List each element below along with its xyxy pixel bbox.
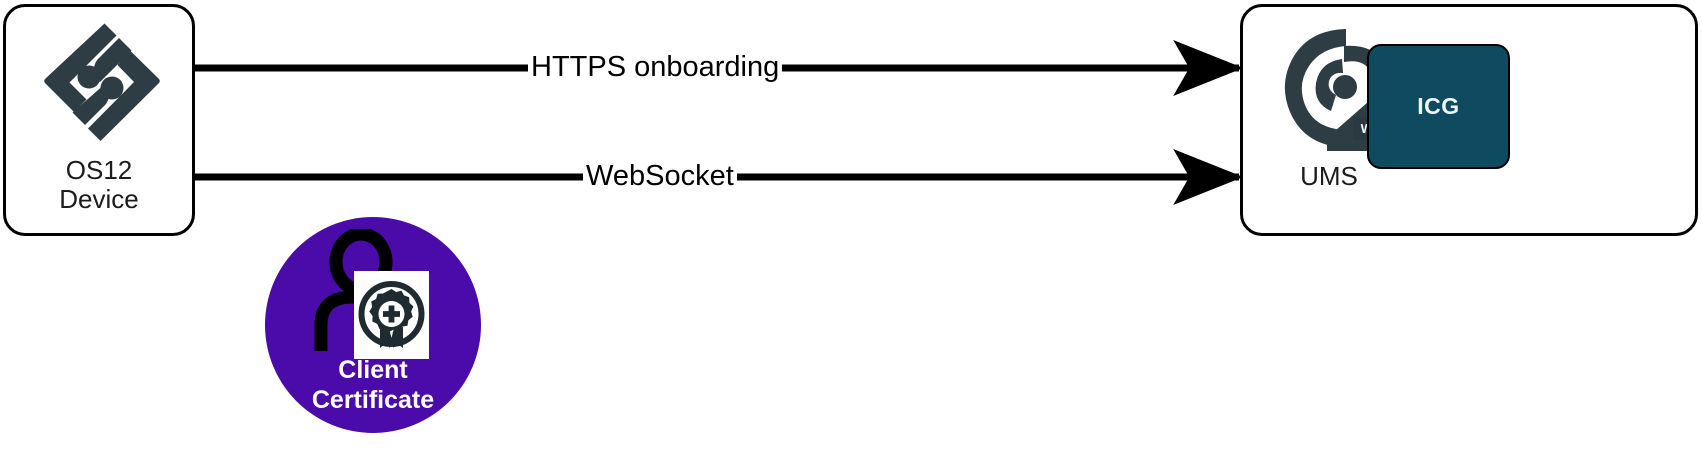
badge-client-certificate[interactable]: Client Certificate <box>265 217 481 433</box>
extreme-s-logo-icon <box>44 23 160 141</box>
edge-label-https-onboarding: HTTPS onboarding <box>528 50 783 84</box>
node-label-ums: UMS <box>1300 161 1358 191</box>
edge-label-websocket: WebSocket <box>583 159 737 193</box>
badge-label-client-certificate: Client Certificate <box>311 356 435 414</box>
node-icg[interactable]: ICG <box>1367 44 1510 169</box>
certificate-seal-icon <box>358 281 425 348</box>
node-label-icg: ICG <box>1417 93 1460 119</box>
node-label-os12-device: OS12 Device <box>59 155 139 214</box>
